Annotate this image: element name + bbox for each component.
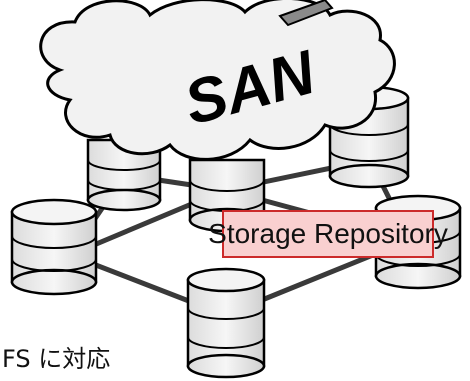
disk-bottom (186, 267, 266, 379)
san-cloud: SAN (39, 0, 396, 161)
disk-left (10, 198, 98, 296)
footer-caption: FS に対応 (2, 345, 111, 373)
storage-repository-text: Storage Repository (208, 218, 448, 249)
storage-repository-label: Storage Repository (208, 210, 448, 258)
server-box-icon (278, 0, 334, 27)
